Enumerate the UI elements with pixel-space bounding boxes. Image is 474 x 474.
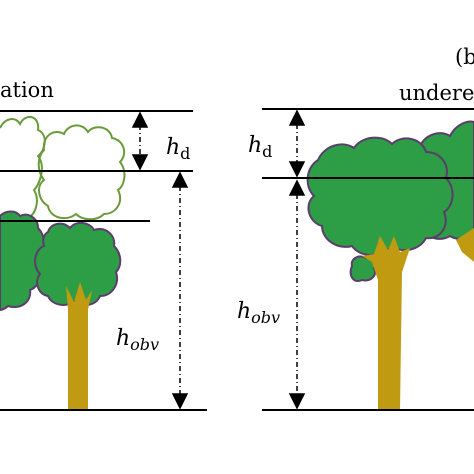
right-trunk-main: [362, 236, 410, 410]
right-canopy-main: [306, 136, 454, 256]
left-outline-canopies: [0, 115, 126, 222]
left-hd-arrow: [131, 111, 149, 171]
left-panel: ation hd: [0, 78, 207, 411]
left-canopies: [0, 210, 122, 312]
right-hd-label: hd: [248, 133, 272, 161]
left-caption: ation: [0, 78, 54, 102]
right-canopies: [306, 120, 474, 282]
right-panel: (b underes hd: [237, 45, 474, 411]
left-hd-label: hd: [166, 135, 190, 163]
right-trunks: [362, 228, 474, 410]
right-caption: underes: [399, 81, 474, 105]
left-trunk: [66, 282, 92, 410]
right-trunk-back: [456, 228, 474, 262]
right-reference-lines: [262, 108, 474, 411]
left-hobv-arrow: [171, 171, 189, 410]
left-hobv-label: hobv: [116, 326, 159, 354]
left-outline-canopy-2: [37, 124, 126, 221]
right-hobv-arrow: [288, 179, 306, 410]
right-hd-arrow: [288, 109, 306, 178]
left-reference-lines: [0, 110, 207, 411]
right-hobv-label: hobv: [237, 299, 280, 327]
right-panel-label: (b: [455, 45, 474, 69]
left-canopy-front: [34, 222, 122, 306]
